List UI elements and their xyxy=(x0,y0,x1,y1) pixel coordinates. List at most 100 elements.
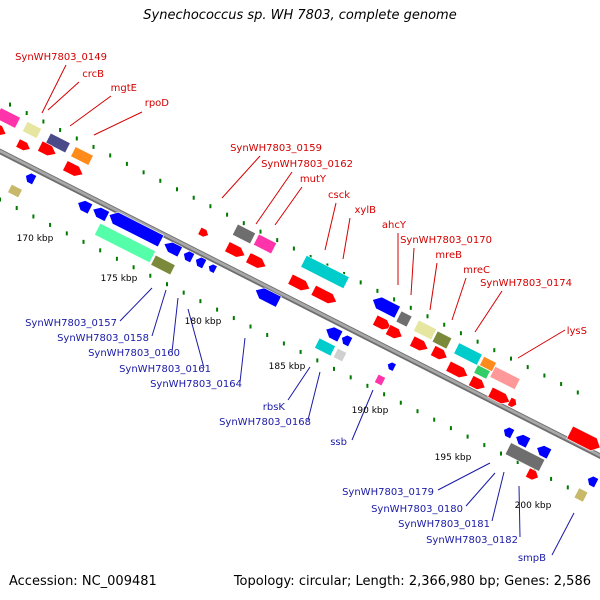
gene-feature xyxy=(566,425,600,452)
gene-feature xyxy=(325,326,344,343)
gene-feature xyxy=(372,296,401,319)
gene-label[interactable]: SynWH7803_0164 xyxy=(150,379,242,390)
gene-feature xyxy=(77,200,94,215)
tick-mark xyxy=(343,271,345,276)
gene-label[interactable]: smpB xyxy=(518,553,546,564)
tick-mark xyxy=(209,204,212,209)
tick-mark xyxy=(109,153,112,158)
gene-box xyxy=(70,146,94,166)
tick-mark xyxy=(299,349,302,354)
gene-feature xyxy=(62,160,84,177)
leader-line xyxy=(324,202,337,251)
gene-box xyxy=(431,330,453,350)
scale-label: 175 kbp xyxy=(101,274,138,284)
gene-label[interactable]: SynWH7803_0170 xyxy=(400,235,492,246)
gene-feature xyxy=(94,222,156,264)
genome-summary: Topology: circular; Length: 2,366,980 bp… xyxy=(233,574,591,589)
gene-label[interactable]: ahcY xyxy=(382,220,407,231)
gene-label[interactable]: ssb xyxy=(330,437,347,448)
gene-box xyxy=(231,223,257,245)
tick-mark xyxy=(199,299,202,304)
tick-mark xyxy=(349,375,352,380)
gene-feature xyxy=(573,487,589,503)
gene-feature xyxy=(7,183,23,199)
gene-label[interactable]: SynWH7803_0149 xyxy=(15,52,107,63)
forward-gene-arrow xyxy=(384,324,403,339)
gene-label[interactable]: SynWH7803_0159 xyxy=(230,143,322,154)
tick-mark xyxy=(576,390,579,395)
gene-feature xyxy=(163,241,183,258)
reverse-gene-arrow xyxy=(372,296,401,319)
forward-gene-arrow xyxy=(566,425,600,452)
gene-feature xyxy=(372,314,392,331)
tick-mark xyxy=(560,382,563,387)
gene-label[interactable]: SynWH7803_0157 xyxy=(25,318,117,329)
gene-label[interactable]: mgtE xyxy=(111,83,137,94)
length-value: 2,366,980 bp xyxy=(408,574,496,589)
gene-label[interactable]: SynWH7803_0162 xyxy=(261,159,353,170)
forward-gene-arrow xyxy=(224,241,246,258)
reverse-gene-arrow xyxy=(254,287,282,308)
gene-box xyxy=(573,487,589,503)
gene-label[interactable]: crcB xyxy=(82,69,104,80)
tick-mark xyxy=(149,273,152,278)
label-leader-lines xyxy=(41,64,575,556)
gene-label[interactable]: SynWH7803_0180 xyxy=(371,504,463,515)
reverse-gene-arrow xyxy=(536,445,553,460)
leader-line xyxy=(429,262,438,311)
leader-line xyxy=(239,337,246,383)
leader-line xyxy=(307,371,321,421)
gene-label[interactable]: SynWH7803_0161 xyxy=(119,364,211,375)
tick-mark xyxy=(242,221,245,226)
gene-feature xyxy=(489,365,521,391)
gene-feature xyxy=(431,330,453,350)
tick-mark xyxy=(516,460,519,465)
length-label: Length: xyxy=(355,574,405,589)
gene-label[interactable]: SynWH7803_0182 xyxy=(426,535,518,546)
leader-line xyxy=(274,186,303,226)
gene-label[interactable]: SynWH7803_0179 xyxy=(342,487,434,498)
gene-feature xyxy=(45,132,71,154)
gene-label[interactable]: csck xyxy=(328,190,350,201)
tick-mark xyxy=(282,341,285,346)
gene-feature xyxy=(92,207,111,222)
gene-label[interactable]: SynWH7803_0158 xyxy=(57,333,149,344)
gene-feature xyxy=(445,360,469,379)
tick-mark xyxy=(125,161,128,166)
reverse-gene-arrow xyxy=(341,334,354,348)
tick-mark xyxy=(276,238,279,243)
gene-label[interactable]: xylB xyxy=(355,205,377,216)
gene-box xyxy=(300,254,350,290)
gene-label[interactable]: rpoD xyxy=(145,98,170,109)
gene-label[interactable]: SynWH7803_0174 xyxy=(480,278,572,289)
leader-line xyxy=(491,471,505,522)
topology-value: circular xyxy=(298,574,347,589)
gene-feature xyxy=(384,324,403,339)
forward-gene-arrow xyxy=(310,284,338,304)
gene-label[interactable]: SynWH7803_0168 xyxy=(219,417,311,428)
reverse-gene-arrow xyxy=(387,361,397,372)
gene-box xyxy=(45,132,71,154)
gene-label[interactable]: mreC xyxy=(463,265,490,276)
reverse-gene-arrow xyxy=(77,200,94,215)
tick-mark xyxy=(426,314,429,319)
gene-feature xyxy=(536,445,553,460)
tick-mark xyxy=(159,178,162,183)
tick-mark xyxy=(566,485,569,490)
gene-feature xyxy=(395,310,413,328)
gene-feature xyxy=(412,319,438,341)
forward-gene-arrow xyxy=(197,226,209,238)
gene-feature xyxy=(254,287,282,308)
tick-mark xyxy=(483,443,486,448)
gene-feature xyxy=(387,361,397,372)
gene-label[interactable]: mreB xyxy=(435,250,462,261)
gene-label[interactable]: SynWH7803_0160 xyxy=(88,348,180,359)
gene-box xyxy=(7,183,23,199)
gene-label[interactable]: mutY xyxy=(300,174,327,185)
gene-label[interactable]: SynWH7803_0181 xyxy=(398,519,490,530)
forward-gene-arrow xyxy=(62,160,84,177)
gene-label[interactable]: lysS xyxy=(567,326,587,337)
accession-value: NC_009481 xyxy=(81,574,157,589)
leader-line xyxy=(187,308,205,369)
gene-label[interactable]: rbsK xyxy=(263,402,286,413)
